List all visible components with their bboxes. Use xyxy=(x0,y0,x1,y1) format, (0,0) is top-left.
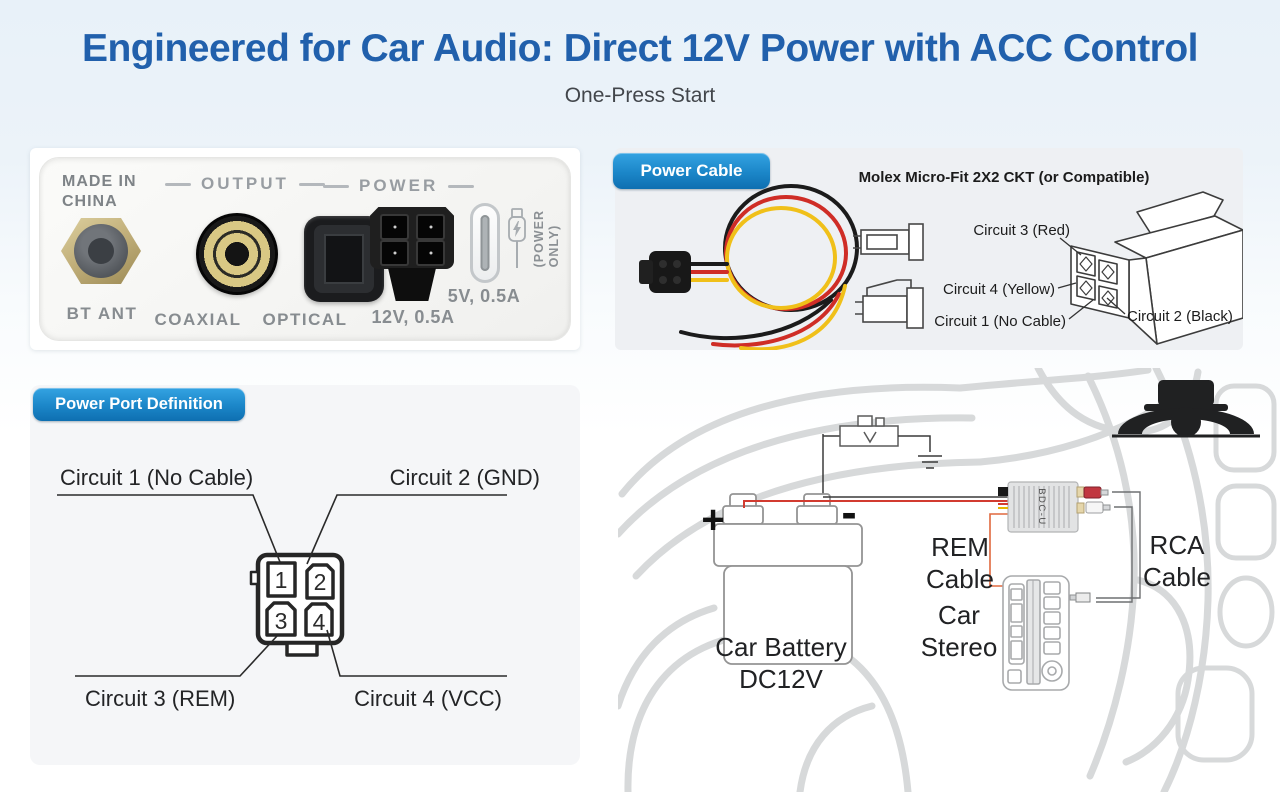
bdc-u-device-drawing: BDC-U xyxy=(998,481,1085,533)
bt-ant-label: BT ANT xyxy=(66,304,138,323)
dc-power-socket-tab xyxy=(388,268,436,301)
pin1-circuit-label: Circuit 1 (No Cable) xyxy=(60,465,253,490)
terminal-drawings xyxy=(853,223,924,329)
power-only-note: (POWER ONLY) xyxy=(532,210,561,267)
pin-hole xyxy=(416,240,445,266)
lightning-icon xyxy=(513,221,521,237)
rca-plug-red xyxy=(1083,486,1102,499)
ground-symbol xyxy=(918,455,942,469)
installation-diagram: + - BDC-U xyxy=(618,368,1280,792)
output-section-header: OUTPUT xyxy=(165,174,325,194)
dash-icon xyxy=(298,182,325,186)
speaker-drawing xyxy=(1112,380,1260,438)
installation-diagram-svg: + - BDC-U xyxy=(618,368,1277,792)
power-header-text: POWER xyxy=(359,176,439,195)
optical-label: OPTICAL xyxy=(262,310,348,329)
rca-plug-small xyxy=(1075,592,1091,603)
power-cable-illustration: Molex Micro-Fit 2X2 CKT (or Compatible) xyxy=(639,169,1243,350)
dash-icon xyxy=(448,184,475,188)
made-in-line2: CHINA xyxy=(62,193,118,210)
pin-connector-drawing xyxy=(249,552,345,657)
pin1-number: 1 xyxy=(275,567,288,593)
circuit2-black-label: Circuit 2 (Black) xyxy=(1127,308,1233,325)
bt-antenna-connector xyxy=(61,218,141,284)
pin-hole xyxy=(380,214,409,240)
pin2-circuit-label: Circuit 2 (GND) xyxy=(390,465,540,490)
power-wires xyxy=(743,496,1008,587)
diagram-labels: REM Cable RCA Cable Car Stereo Car Batte… xyxy=(715,530,1211,694)
dc-rating-label: 12V, 0.5A xyxy=(371,307,455,327)
circuit4-yellow-label: Circuit 4 (Yellow) xyxy=(943,281,1055,298)
molex-heading: Molex Micro-Fit 2X2 CKT (or Compatible) xyxy=(859,169,1150,186)
iso-connector-drawing xyxy=(1070,191,1243,345)
power-port-diagram: 1 2 3 4 Circuit 1 (No Cable) Circuit 2 (… xyxy=(57,465,540,711)
car-stereo-label-line1: Car xyxy=(938,600,980,630)
power-cable-badge: Power Cable xyxy=(613,153,770,189)
pin-leader-lines xyxy=(57,494,507,677)
usb-c-port xyxy=(470,203,500,283)
rca-cable-drawing xyxy=(1069,486,1141,603)
rem-wire xyxy=(989,513,1008,587)
rear-panel-card: MADE IN CHINA OUTPUT POWER xyxy=(30,148,580,350)
circuit-leader-lines xyxy=(1057,237,1126,320)
rca-cable-label-line2: Cable xyxy=(1143,562,1211,592)
usb-rating-label: 5V, 0.5A xyxy=(447,286,521,306)
power-only-line1: (POWER xyxy=(532,210,546,268)
pin3-circuit-label: Circuit 3 (REM) xyxy=(85,686,235,711)
pin2-cavity xyxy=(305,563,335,600)
power-port-definition-card: Power Port Definition 1 2 3 4 Circui xyxy=(30,385,580,765)
dash-icon xyxy=(323,184,349,188)
pin3-cavity xyxy=(265,601,297,637)
made-in-china-label: MADE IN CHINA xyxy=(62,172,137,212)
device-rear-panel: MADE IN CHINA OUTPUT POWER xyxy=(39,157,571,341)
car-battery-drawing xyxy=(713,493,863,665)
bt-antenna-core xyxy=(74,224,128,278)
page-title: Engineered for Car Audio: Direct 12V Pow… xyxy=(81,27,1199,70)
pin4-circuit-label: Circuit 4 (VCC) xyxy=(354,686,502,711)
pin2-number: 2 xyxy=(314,569,327,595)
red-power-wire xyxy=(743,500,1008,508)
power-only-line2: ONLY) xyxy=(547,224,561,268)
usb-cable-icon xyxy=(508,208,526,268)
circuit3-red-label: Circuit 3 (Red) xyxy=(973,222,1070,239)
dash-icon xyxy=(165,182,191,186)
dc-power-socket xyxy=(370,207,454,269)
pin1-cavity xyxy=(266,561,297,598)
battery-plus-sign: + xyxy=(701,498,724,542)
rem-cable-label-line2: Cable xyxy=(926,564,994,594)
power-section-header: POWER xyxy=(323,176,475,196)
car-battery-label-line1: Car Battery xyxy=(715,632,847,662)
pin4-cavity xyxy=(304,602,334,637)
pin4-number: 4 xyxy=(313,609,326,635)
page-subtitle: One-Press Start xyxy=(564,84,716,107)
power-port-definition-badge: Power Port Definition xyxy=(33,388,245,421)
rca-cable-label-line1: RCA xyxy=(1150,530,1206,560)
car-battery-label-line2: DC12V xyxy=(739,664,823,694)
made-in-line1: MADE IN xyxy=(62,173,137,190)
car-stereo-label-line2: Stereo xyxy=(921,632,998,662)
bdc-u-device-label: BDC-U xyxy=(1036,488,1047,526)
car-stereo-drawing xyxy=(1002,575,1070,691)
rem-cable-label-line1: REM xyxy=(931,532,989,562)
power-cable-card: Power Cable Molex Micro-Fit 2X2 CKT (or … xyxy=(613,148,1243,350)
pin-hole xyxy=(380,240,409,266)
pin-hole xyxy=(416,214,445,240)
power-cable-drawing xyxy=(639,184,859,350)
battery-minus-sign: - xyxy=(841,486,856,538)
coaxial-rca-connector xyxy=(196,213,278,295)
coaxial-label: COAXIAL xyxy=(154,310,242,329)
circuit1-nocable-label: Circuit 1 (No Cable) xyxy=(934,313,1066,330)
output-header-text: OUTPUT xyxy=(201,174,289,193)
pin3-number: 3 xyxy=(275,608,288,634)
rca-plug-white xyxy=(1085,501,1104,514)
